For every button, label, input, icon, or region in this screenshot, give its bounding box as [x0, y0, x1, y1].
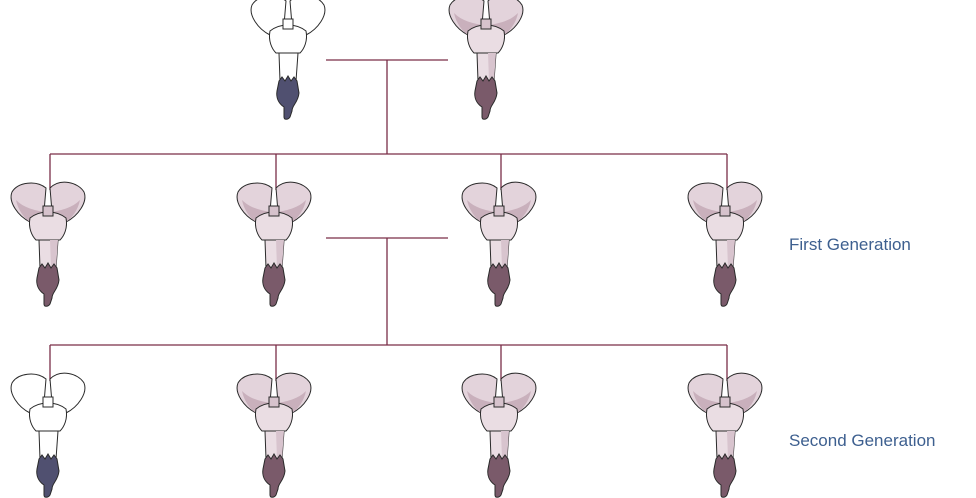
second-generation-label: Second Generation [789, 431, 936, 450]
second-gen-flower-2-icon [236, 372, 312, 498]
first-gen-flower-4-icon [687, 181, 763, 307]
first-gen-flower-1-icon [10, 181, 86, 307]
first-generation-label: First Generation [789, 235, 911, 254]
first-gen-flower-2-icon [236, 181, 312, 307]
second-gen-flower-1-icon [10, 372, 86, 498]
parent-pink-flower-icon [448, 0, 524, 120]
second-gen-flower-3-icon [461, 372, 537, 498]
second-gen-flower-4-icon [687, 372, 763, 498]
pedigree-lines [49, 59, 728, 381]
first-gen-flower-3-icon [461, 181, 537, 307]
parent-white-flower-icon [250, 0, 326, 120]
